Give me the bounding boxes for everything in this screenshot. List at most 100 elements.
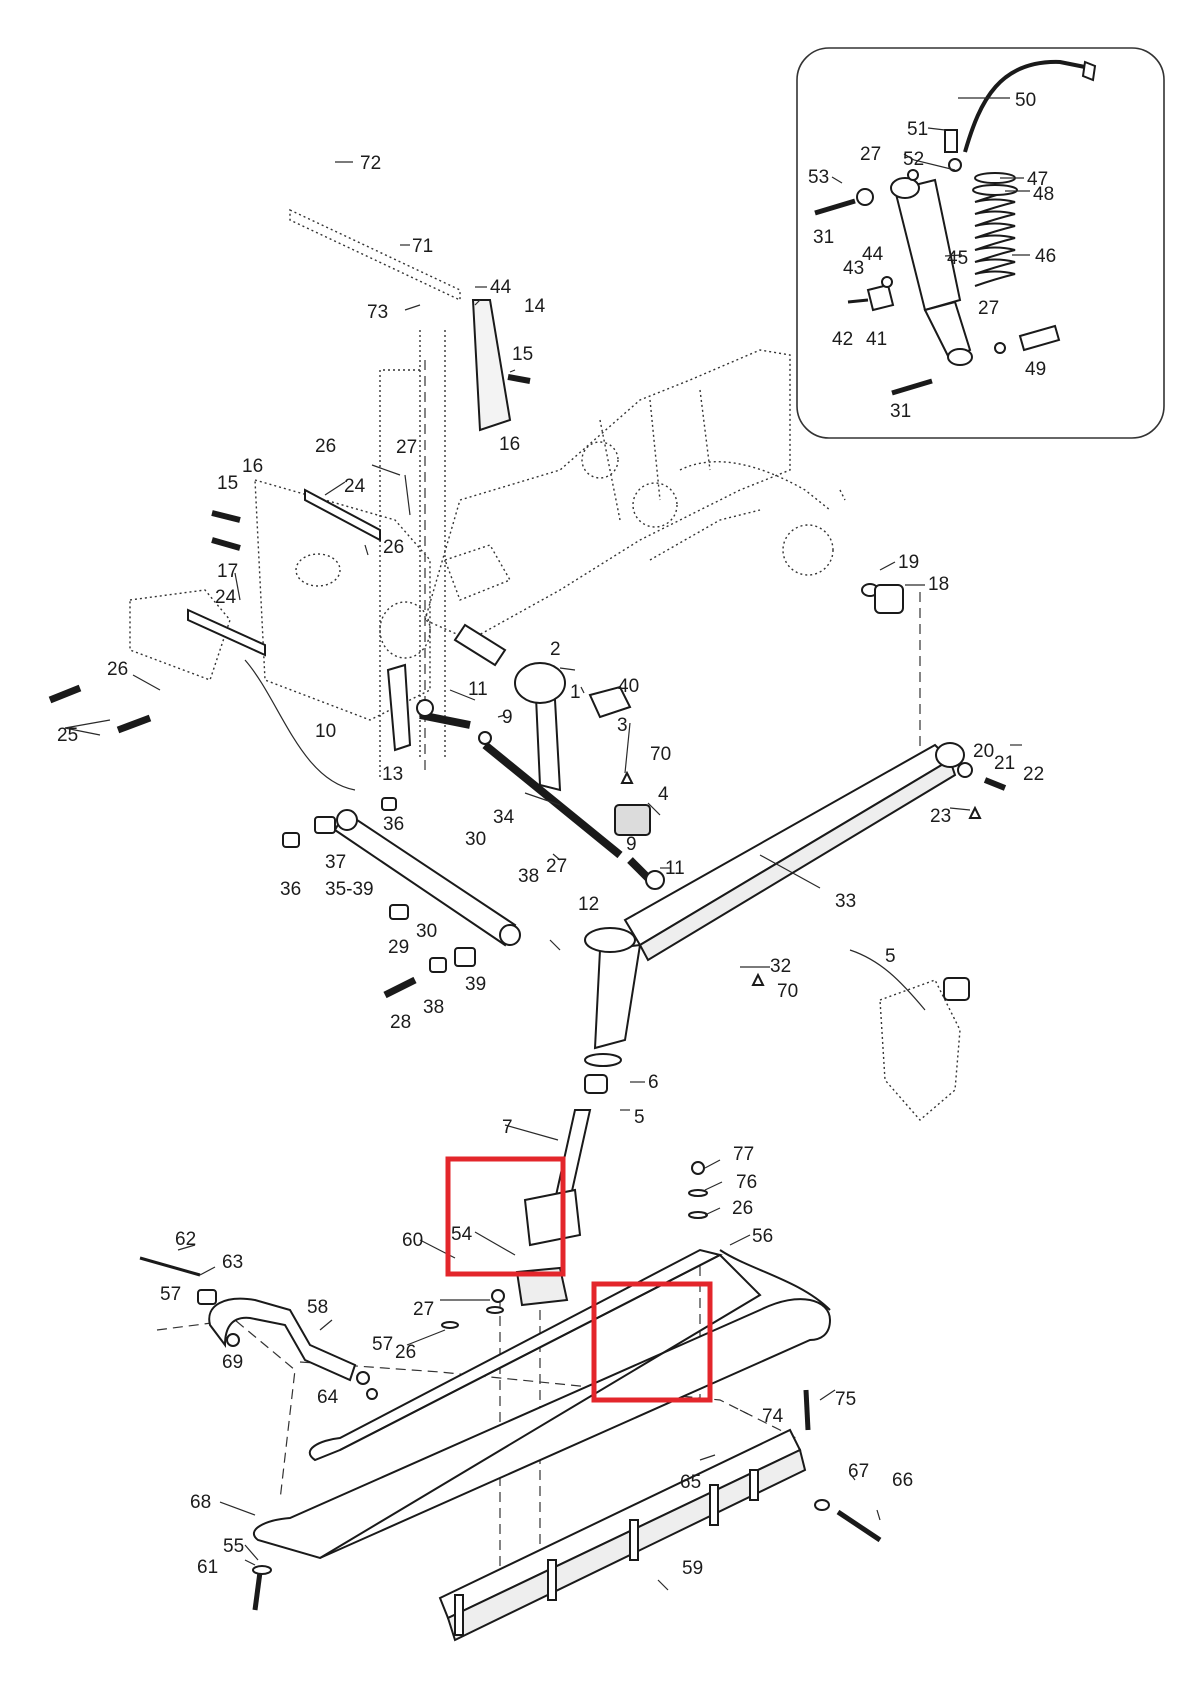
label-14: 14 [524,296,546,317]
parts [48,299,1007,1642]
label-70-upper: 70 [650,744,671,765]
label-39: 39 [465,974,486,995]
label-15-left: 15 [217,473,238,494]
label-16-upper: 16 [499,434,520,455]
label-4: 4 [658,784,669,805]
label-5-right: 5 [885,946,896,967]
label-74: 74 [762,1406,784,1427]
label-25: 25 [57,725,78,746]
label-36-upper: 36 [383,814,404,835]
label-44-inset: 44 [862,244,884,265]
label-27-top: 27 [396,437,417,458]
label-40: 40 [618,676,639,697]
label-46: 46 [1035,246,1056,267]
highlight-box-spindle [445,1156,566,1277]
label-16-left: 16 [242,456,263,477]
highlight-boxes [445,1156,713,1403]
frame-outline [129,208,961,1121]
label-27-ski: 27 [413,1299,434,1320]
label-28: 28 [390,1012,411,1033]
label-17: 17 [217,561,238,582]
label-42: 42 [832,329,853,350]
label-12: 12 [578,894,599,915]
label-6: 6 [648,1072,659,1093]
label-32: 32 [770,956,791,977]
label-61: 61 [197,1557,218,1578]
label-62: 62 [175,1229,196,1250]
label-15-upper: 15 [512,344,533,365]
label-52: 52 [903,149,924,170]
leader-lines [64,97,1030,1591]
label-22: 22 [1023,764,1044,785]
label-69: 69 [222,1352,243,1373]
label-49: 49 [1025,359,1046,380]
label-24-left: 24 [215,587,237,608]
label-37: 37 [325,852,346,873]
label-26-ski: 26 [395,1342,416,1363]
label-2: 2 [550,639,561,660]
label-30-upper: 30 [465,829,486,850]
label-20: 20 [973,741,994,762]
part-labels: 1 2 3 4 5 5 6 7 9 9 10 11 11 12 13 14 15… [57,90,1056,1579]
label-60: 60 [402,1230,423,1251]
label-48: 48 [1033,184,1054,205]
label-10: 10 [315,721,336,742]
label-57-left: 57 [160,1284,181,1305]
label-41: 41 [866,329,887,350]
label-1: 1 [570,682,581,703]
shock-inset [796,47,1165,439]
label-63: 63 [222,1252,243,1273]
label-3: 3 [617,715,628,736]
label-26-mid: 26 [383,537,404,558]
label-36-lower: 36 [280,879,301,900]
label-73: 73 [367,302,388,323]
label-31-inset-top: 31 [813,227,834,248]
label-59: 59 [682,1558,703,1579]
label-26-stack: 26 [732,1198,753,1219]
label-53: 53 [808,167,829,188]
label-55: 55 [223,1536,244,1557]
label-21: 21 [994,753,1015,774]
label-47: 47 [1027,169,1048,190]
label-45: 45 [947,248,968,269]
label-64: 64 [317,1387,339,1408]
label-72: 72 [360,153,381,174]
highlight-box-ski [591,1281,713,1403]
label-70-lower: 70 [777,981,798,1002]
label-13: 13 [382,764,403,785]
label-30-lower: 30 [416,921,437,942]
label-24-upper: 24 [344,476,366,497]
label-11-upper: 11 [468,679,488,700]
assembly-lines [156,360,926,1580]
label-19: 19 [898,552,919,573]
label-56: 56 [752,1226,773,1247]
label-18: 18 [928,574,949,595]
label-68: 68 [190,1492,211,1513]
label-27-link: 27 [546,856,567,877]
label-50: 50 [1015,90,1036,111]
label-43: 43 [843,258,864,279]
label-75: 75 [835,1389,856,1410]
label-34: 34 [493,807,515,828]
label-27-inset-top: 27 [860,144,881,165]
label-35-39: 35-39 [325,879,374,900]
label-44-top: 44 [490,277,512,298]
label-26-top: 26 [315,436,336,457]
label-54: 54 [451,1224,473,1245]
label-51: 51 [907,119,928,140]
label-38-upper: 38 [518,866,539,887]
label-7: 7 [502,1117,513,1138]
label-27-inset-mid: 27 [978,298,999,319]
label-23: 23 [930,806,951,827]
label-26-left: 26 [107,659,128,680]
label-38-lower: 38 [423,997,444,1018]
label-77: 77 [733,1144,754,1165]
label-33: 33 [835,891,856,912]
label-66: 66 [892,1470,913,1491]
label-67: 67 [848,1461,869,1482]
label-9-lower: 9 [626,834,637,855]
label-76: 76 [736,1172,757,1193]
label-58: 58 [307,1297,328,1318]
label-5-spindle: 5 [634,1107,645,1128]
